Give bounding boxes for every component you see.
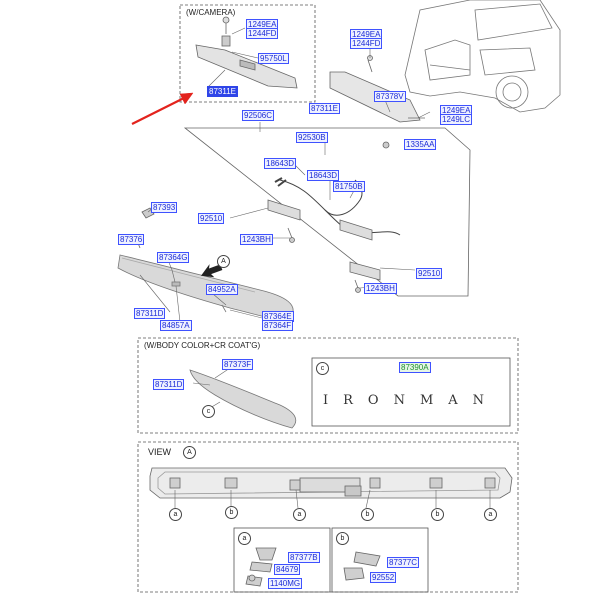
part-label-1140mg[interactable]: 1140MG [268, 578, 303, 589]
part-label-87311d[interactable]: 87311D [134, 308, 166, 319]
part-label-92552[interactable]: 92552 [370, 572, 397, 583]
part-label-87311d-body[interactable]: 87311D [153, 379, 185, 390]
part-label-87373f[interactable]: 87373F [222, 359, 254, 370]
marker-c-body: c [202, 405, 215, 418]
clip-detail-b-box [331, 527, 429, 593]
part-label-81750b[interactable]: 81750B [333, 181, 365, 192]
camera-section-caption: (W/CAMERA) [186, 8, 236, 17]
marker-b-detail: b [336, 532, 349, 545]
body-color-section-box [137, 337, 519, 434]
part-label-1249lc[interactable]: 1249LC [440, 114, 473, 125]
part-label-1243bh-right[interactable]: 1243BH [364, 283, 397, 294]
marker-a-1: a [169, 508, 182, 521]
view-marker-circle: A [183, 446, 196, 459]
emblem-detail-box [311, 357, 511, 427]
part-label-1244fd-top[interactable]: 1244FD [350, 38, 383, 49]
marker-b-2: b [361, 508, 374, 521]
lamp-housing-left [267, 199, 301, 243]
part-label-87376[interactable]: 87376 [118, 234, 145, 245]
marker-b-1: b [225, 506, 238, 519]
view-caption: VIEW [148, 447, 172, 457]
car-rear-sketch [404, 0, 561, 113]
marker-b-3: b [431, 508, 444, 521]
part-label-84679[interactable]: 84679 [274, 564, 301, 575]
clip-detail-a-box [233, 527, 331, 593]
part-label-1335aa[interactable]: 1335AA [404, 139, 437, 150]
body-color-section-caption: (W/BODY COLOR+CR COAT'G) [144, 341, 261, 350]
part-label-87311e-camera[interactable]: 87311E [207, 86, 238, 97]
body-color-garnish-part [189, 369, 297, 429]
part-label-87390a[interactable]: 87390A [399, 362, 431, 373]
clip-b-parts [343, 551, 381, 581]
part-label-84857a[interactable]: 84857A [160, 320, 192, 331]
direction-arrow [201, 264, 223, 278]
marker-a-3: a [484, 508, 497, 521]
part-label-92510-left[interactable]: 92510 [198, 213, 225, 224]
marker-a-detail: a [238, 532, 251, 545]
part-label-92506c[interactable]: 92506C [242, 110, 275, 121]
camera-section-box [179, 4, 316, 103]
lamp-housing-right [339, 219, 381, 293]
part-label-1244fd-camera[interactable]: 1244FD [246, 28, 279, 39]
part-label-92530b[interactable]: 92530B [296, 132, 328, 143]
part-label-87364g[interactable]: 87364G [157, 252, 190, 263]
camera-garnish-part [195, 16, 298, 89]
ironman-emblem-text: IRONMAN [323, 393, 500, 408]
marker-A-garnish: A [217, 255, 230, 268]
part-label-87393[interactable]: 87393 [151, 202, 178, 213]
view-a-garnish [149, 467, 513, 499]
part-label-95750l[interactable]: 95750L [258, 53, 289, 64]
part-label-87377b[interactable]: 87377B [288, 552, 320, 563]
marker-a-2: a [293, 508, 306, 521]
marker-c-detail: c [316, 362, 329, 375]
part-label-87364f[interactable]: 87364F [262, 320, 294, 331]
part-label-87377c[interactable]: 87377C [387, 557, 420, 568]
part-label-18643d-1[interactable]: 18643D [264, 158, 297, 169]
view-section-box [137, 441, 519, 593]
part-label-1243bh-left[interactable]: 1243BH [240, 234, 273, 245]
part-label-84952a[interactable]: 84952A [206, 284, 238, 295]
view-a-leaders [174, 489, 491, 509]
red-pointer-arrow [131, 92, 194, 125]
part-label-92510-right[interactable]: 92510 [416, 268, 443, 279]
part-label-87311e[interactable]: 87311E [309, 103, 340, 114]
rear-garnish-part [329, 55, 425, 123]
clip-a-parts [245, 547, 277, 587]
part-label-18643d-2[interactable]: 18643D [307, 170, 340, 181]
part-label-87378v[interactable]: 87378V [374, 91, 406, 102]
